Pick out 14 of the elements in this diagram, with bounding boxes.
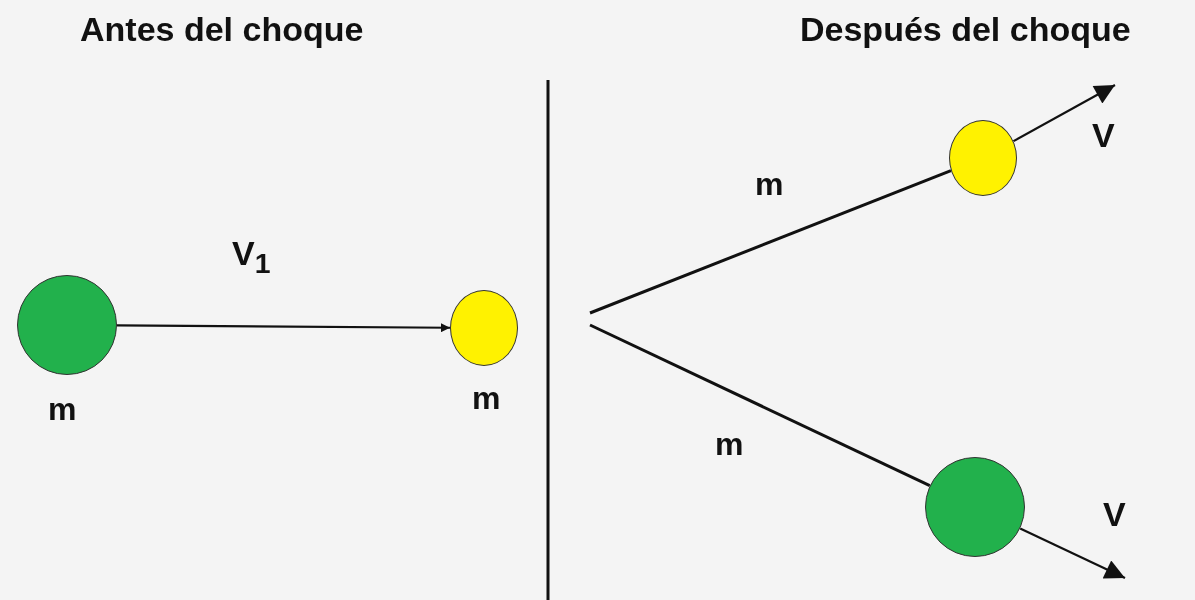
section-heading: Antes del choque bbox=[80, 12, 364, 46]
mass-label: m bbox=[472, 382, 501, 414]
velocity-label: V$_{1}$ bbox=[232, 236, 271, 278]
mass-label: m bbox=[715, 428, 744, 460]
arrow bbox=[1012, 84, 1116, 143]
mass-label: m bbox=[48, 393, 77, 425]
arrow bbox=[117, 323, 450, 333]
velocity-label: V bbox=[1103, 497, 1126, 531]
velocity-label: V bbox=[1092, 118, 1115, 152]
mass-label: m bbox=[755, 168, 784, 200]
trajectory-line bbox=[589, 169, 952, 315]
arrow bbox=[1019, 527, 1126, 579]
trajectory-line bbox=[589, 323, 931, 487]
section-heading: Después del choque bbox=[800, 12, 1131, 46]
